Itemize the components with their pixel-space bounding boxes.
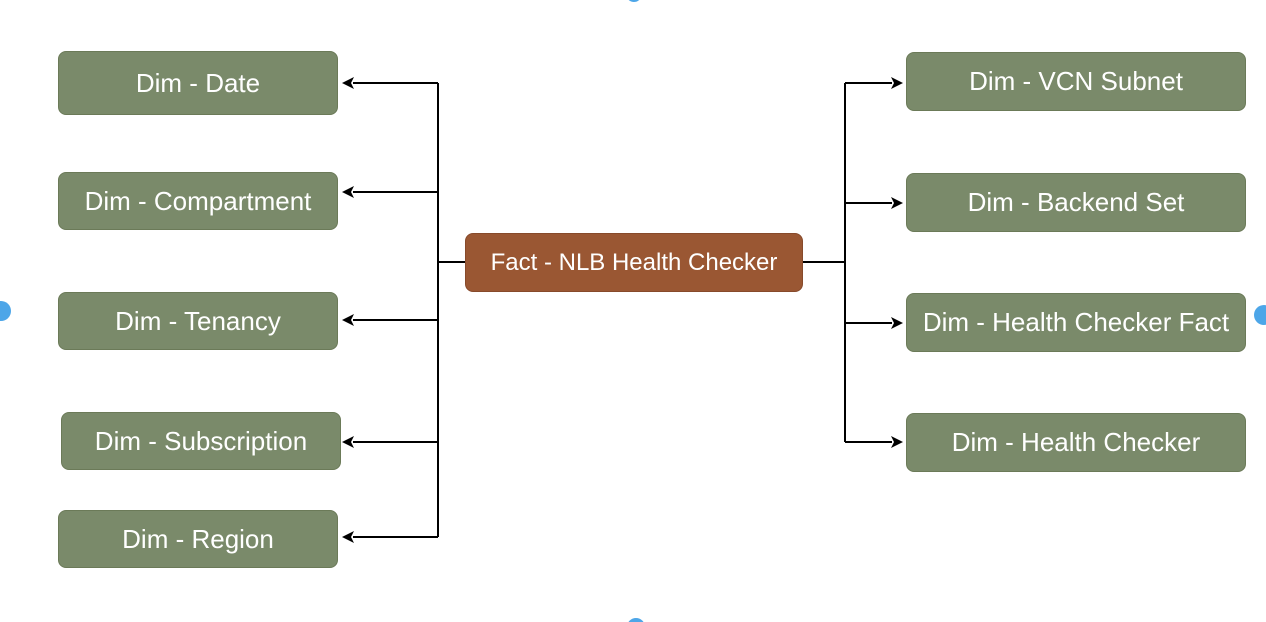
node-dim-compartment[interactable]: Dim - Compartment: [58, 172, 338, 230]
node-label: Dim - VCN Subnet: [969, 66, 1183, 96]
node-label: Dim - Health Checker: [951, 427, 1201, 457]
node-fact-nlb-health-checker[interactable]: Fact - NLB Health Checker: [465, 233, 803, 292]
node-label: Fact - NLB Health Checker: [490, 248, 778, 276]
direction-handle-right-icon[interactable]: [1254, 305, 1266, 325]
node-label: Dim - Subscription: [94, 425, 308, 456]
direction-handle-left-icon[interactable]: [0, 301, 11, 321]
node-dim-tenancy[interactable]: Dim - Tenancy: [58, 292, 338, 350]
node-dim-health-checker[interactable]: Dim - Health Checker: [906, 413, 1246, 472]
node-label: Dim - Backend Set: [967, 187, 1185, 217]
node-dim-backend-set[interactable]: Dim - Backend Set: [906, 173, 1246, 232]
node-dim-region[interactable]: Dim - Region: [58, 510, 338, 568]
node-dim-date[interactable]: Dim - Date: [58, 51, 338, 115]
node-dim-subscription[interactable]: Dim - Subscription: [61, 412, 341, 470]
node-label: Dim - Tenancy: [115, 305, 281, 336]
node-label: Dim - Date: [135, 67, 261, 98]
node-dim-health-checker-fact[interactable]: Dim - Health Checker Fact: [906, 293, 1246, 352]
node-label: Dim - Region: [122, 523, 274, 554]
node-label: Dim - Compartment: [84, 185, 312, 216]
direction-handle-top-icon[interactable]: [626, 0, 642, 2]
node-dim-vcn-subnet[interactable]: Dim - VCN Subnet: [906, 52, 1246, 111]
direction-handle-bottom-icon[interactable]: [627, 618, 645, 622]
node-label: Dim - Health Checker Fact: [922, 307, 1230, 337]
